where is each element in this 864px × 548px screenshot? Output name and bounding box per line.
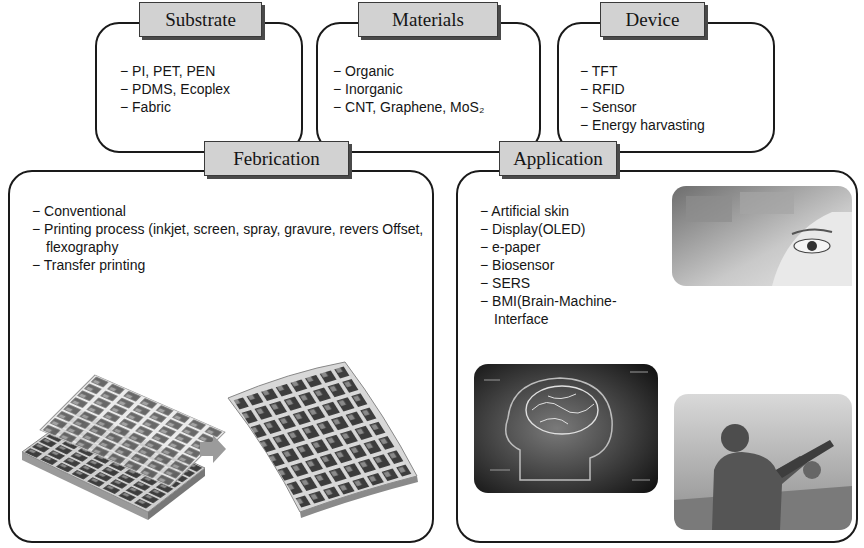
list-item: − CNT, Graphene, MoS₂ [333, 98, 529, 116]
tab-heading: Febrication [204, 141, 349, 176]
list-item: − PDMS, Ecoplex [120, 80, 291, 98]
tab-heading: Device [600, 2, 705, 37]
list-item: − Fabric [120, 98, 291, 116]
rounded-panel: Materials− Organic− Inorganic− CNT, Grap… [316, 22, 541, 153]
list-item: − Biosensor [480, 256, 670, 274]
list-item: − Sensor [580, 98, 763, 116]
rounded-panel: Device− TFT− RFID− Sensor− Energy harvas… [557, 22, 775, 153]
brain-photo [474, 364, 658, 493]
list-item: − Inorganic [333, 80, 529, 98]
rounded-panel: Application− Artificial skin− Display(OL… [456, 170, 858, 543]
tab-heading: Application [499, 141, 617, 176]
item-list: − TFT− RFID− Sensor− Energy harvasting [580, 62, 763, 134]
list-item: − Printing process (inkjet, screen, spra… [32, 220, 424, 256]
face-photo [672, 186, 852, 286]
process-arrow [200, 435, 226, 463]
soldier-photo [674, 394, 852, 530]
item-list: − PI, PET, PEN− PDMS, Ecoplex− Fabric [120, 62, 291, 116]
list-item: − BMI(Brain-Machine-Interface [480, 292, 670, 328]
list-item: − e-paper [480, 238, 670, 256]
list-item: − Conventional [32, 202, 424, 220]
rounded-panel: Febrication− Conventional− Printing proc… [8, 170, 434, 543]
list-item: − SERS [480, 274, 670, 292]
tab-heading: Materials [358, 2, 498, 37]
item-list: − Conventional− Printing process (inkjet… [32, 202, 424, 274]
item-list: − Artificial skin− Display(OLED)− e-pape… [480, 202, 670, 328]
list-item: − RFID [580, 80, 763, 98]
flexible-sheet-illustration [228, 362, 418, 518]
list-item: − PI, PET, PEN [120, 62, 291, 80]
tab-heading: Substrate [139, 2, 262, 37]
list-item: − Artificial skin [480, 202, 670, 220]
wafer-illustration [22, 375, 225, 520]
list-item: − Display(OLED) [480, 220, 670, 238]
item-list: − Organic− Inorganic− CNT, Graphene, MoS… [333, 62, 529, 116]
list-item: − Organic [333, 62, 529, 80]
rounded-panel: Substrate− PI, PET, PEN− PDMS, Ecoplex− … [95, 22, 303, 153]
list-item: − Transfer printing [32, 256, 424, 274]
list-item: − Energy harvasting [580, 116, 763, 134]
list-item: − TFT [580, 62, 763, 80]
